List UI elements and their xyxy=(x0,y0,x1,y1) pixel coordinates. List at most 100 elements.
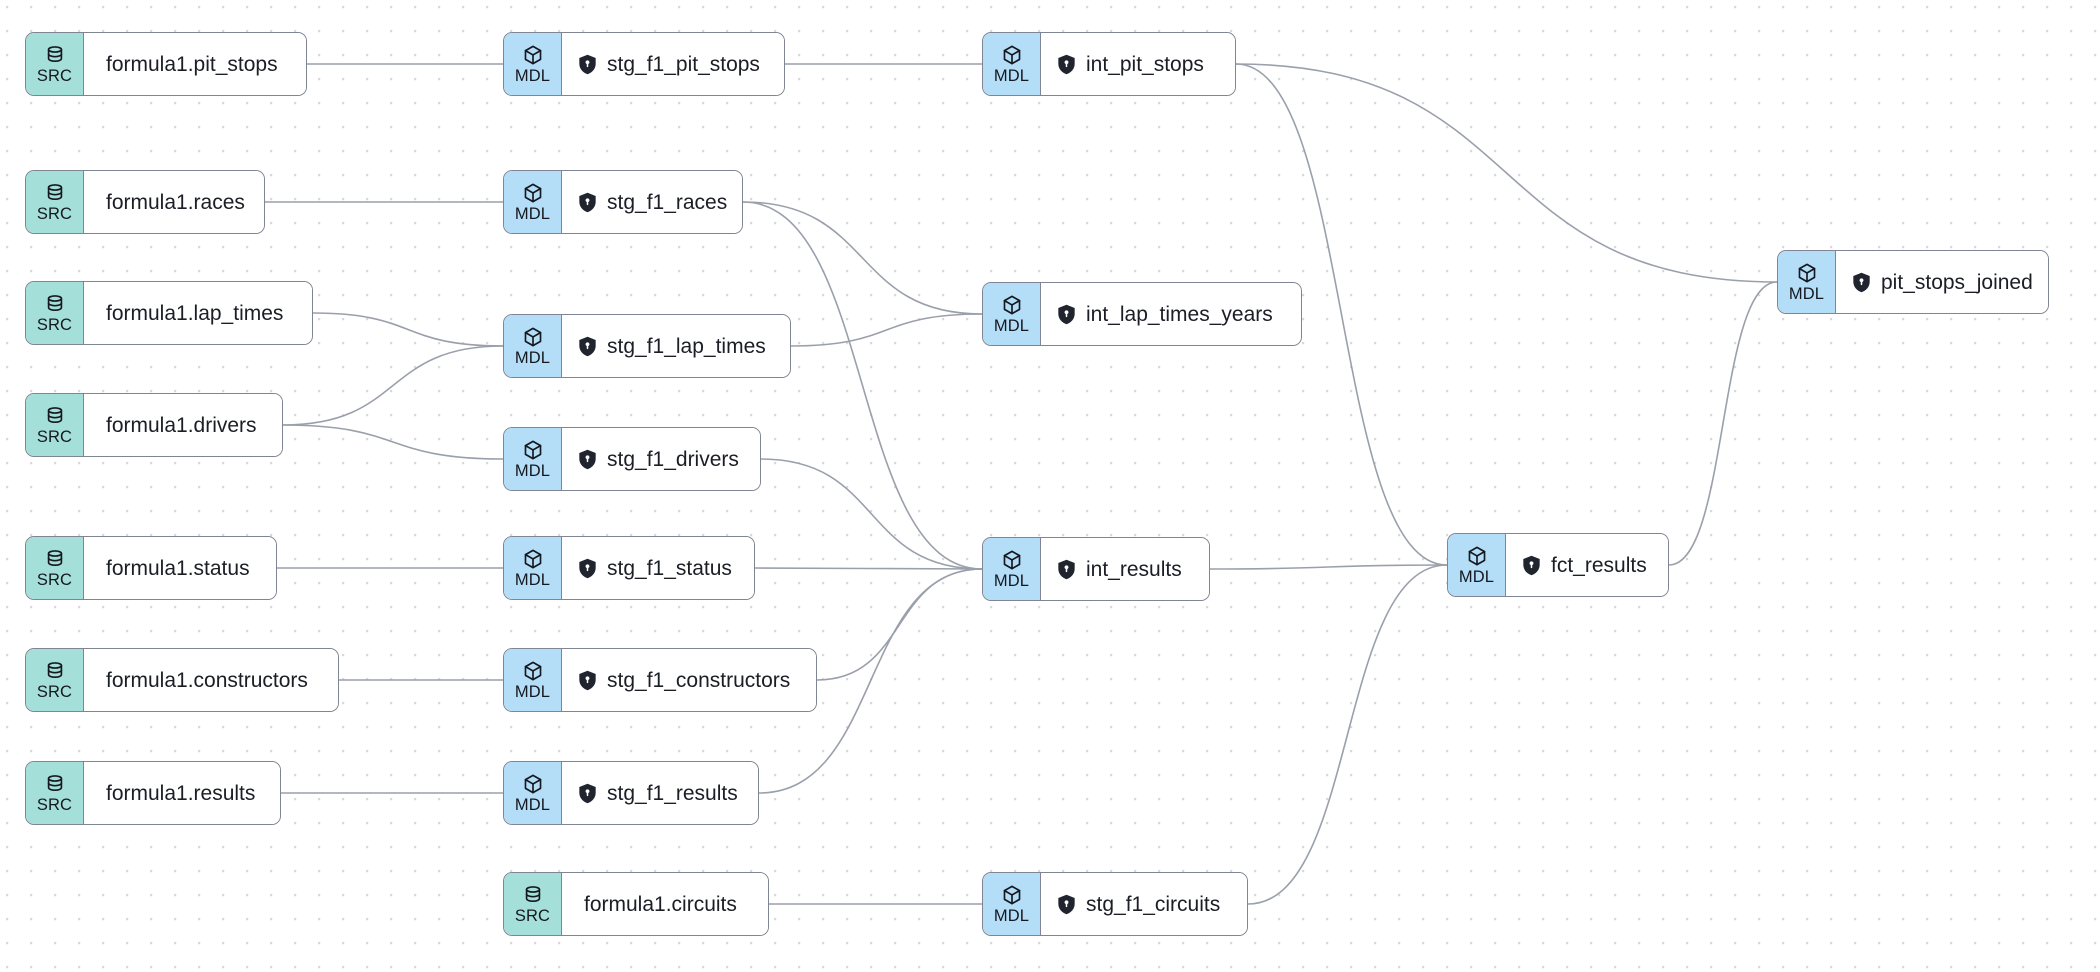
node-type-badge-src: SRC xyxy=(26,649,84,711)
node-body: formula1.races xyxy=(84,171,264,233)
lineage-node-int_lap_times_years[interactable]: MDL int_lap_times_years xyxy=(982,282,1302,346)
node-type-badge-mdl: MDL xyxy=(504,762,562,824)
node-type-badge-mdl: MDL xyxy=(983,538,1041,600)
node-label: int_lap_times_years xyxy=(1086,302,1273,326)
shield-icon xyxy=(578,192,597,213)
badge-label: SRC xyxy=(36,570,73,589)
node-body: int_lap_times_years xyxy=(1041,283,1301,345)
lineage-node-stg_races[interactable]: MDL stg_f1_races xyxy=(503,170,743,234)
database-icon xyxy=(44,44,66,66)
lineage-node-src_races[interactable]: SRC formula1.races xyxy=(25,170,265,234)
badge-label: MDL xyxy=(514,348,551,367)
node-body: formula1.results xyxy=(84,762,280,824)
node-type-badge-mdl: MDL xyxy=(504,171,562,233)
node-type-badge-mdl: MDL xyxy=(983,283,1041,345)
node-label: int_pit_stops xyxy=(1086,52,1204,76)
badge-label: MDL xyxy=(993,316,1030,335)
lineage-node-stg_circuits[interactable]: MDL stg_f1_circuits xyxy=(982,872,1248,936)
lineage-node-stg_lap_times[interactable]: MDL stg_f1_lap_times xyxy=(503,314,791,378)
lineage-node-src_lap_times[interactable]: SRC formula1.lap_times xyxy=(25,281,313,345)
lineage-node-stg_results[interactable]: MDL stg_f1_results xyxy=(503,761,759,825)
badge-label: MDL xyxy=(514,204,551,223)
node-body: stg_f1_status xyxy=(562,537,754,599)
node-body: fct_results xyxy=(1506,534,1668,596)
node-body: formula1.pit_stops xyxy=(84,33,306,95)
badge-label: MDL xyxy=(514,795,551,814)
badge-label: SRC xyxy=(36,315,73,334)
lineage-node-stg_status[interactable]: MDL stg_f1_status xyxy=(503,536,755,600)
badge-label: MDL xyxy=(993,906,1030,925)
database-icon xyxy=(44,405,66,427)
node-type-badge-src: SRC xyxy=(26,171,84,233)
badge-label: MDL xyxy=(993,571,1030,590)
node-type-badge-mdl: MDL xyxy=(983,33,1041,95)
node-body: stg_f1_races xyxy=(562,171,742,233)
node-label: formula1.pit_stops xyxy=(106,52,278,76)
node-label: formula1.races xyxy=(106,190,245,214)
node-type-badge-mdl: MDL xyxy=(504,315,562,377)
lineage-edge-fct_results-to-pit_stops_joined xyxy=(1668,281,1778,566)
badge-label: SRC xyxy=(36,427,73,446)
lineage-node-stg_drivers[interactable]: MDL stg_f1_drivers xyxy=(503,427,761,491)
node-type-badge-src: SRC xyxy=(26,394,84,456)
node-body: stg_f1_pit_stops xyxy=(562,33,784,95)
cube-icon xyxy=(522,660,544,682)
cube-icon xyxy=(1796,262,1818,284)
node-label: stg_f1_circuits xyxy=(1086,892,1221,916)
node-label: stg_f1_constructors xyxy=(607,668,791,692)
node-label: stg_f1_races xyxy=(607,190,728,214)
cube-icon xyxy=(1001,44,1023,66)
node-body: formula1.circuits xyxy=(562,873,768,935)
node-body: stg_f1_circuits xyxy=(1041,873,1247,935)
node-body: stg_f1_results xyxy=(562,762,758,824)
lineage-edge-stg_races-to-int_results xyxy=(742,201,983,570)
lineage-node-int_results[interactable]: MDL int_results xyxy=(982,537,1210,601)
node-body: stg_f1_lap_times xyxy=(562,315,790,377)
shield-icon xyxy=(1852,272,1871,293)
node-body: stg_f1_constructors xyxy=(562,649,816,711)
node-type-badge-src: SRC xyxy=(26,282,84,344)
node-type-badge-mdl: MDL xyxy=(1778,251,1836,313)
node-label: stg_f1_lap_times xyxy=(607,334,766,358)
shield-icon xyxy=(1057,894,1076,915)
badge-label: MDL xyxy=(514,461,551,480)
node-type-badge-src: SRC xyxy=(26,33,84,95)
node-type-badge-mdl: MDL xyxy=(504,537,562,599)
shield-icon xyxy=(1057,304,1076,325)
lineage-node-int_pit_stops[interactable]: MDL int_pit_stops xyxy=(982,32,1236,96)
cube-icon xyxy=(522,439,544,461)
node-label: stg_f1_pit_stops xyxy=(607,52,760,76)
shield-icon xyxy=(578,336,597,357)
node-type-badge-mdl: MDL xyxy=(504,428,562,490)
database-icon xyxy=(44,182,66,204)
node-label: formula1.results xyxy=(106,781,256,805)
node-body: formula1.lap_times xyxy=(84,282,312,344)
node-body: int_pit_stops xyxy=(1041,33,1235,95)
node-label: stg_f1_status xyxy=(607,556,732,580)
node-label: int_results xyxy=(1086,557,1182,581)
badge-label: MDL xyxy=(514,570,551,589)
cube-icon xyxy=(522,182,544,204)
node-body: int_results xyxy=(1041,538,1209,600)
database-icon xyxy=(44,548,66,570)
lineage-node-src_pit_stops[interactable]: SRC formula1.pit_stops xyxy=(25,32,307,96)
cube-icon xyxy=(1001,549,1023,571)
node-body: stg_f1_drivers xyxy=(562,428,760,490)
lineage-edge-src_lap_times-to-stg_lap_times xyxy=(312,312,504,347)
database-icon xyxy=(44,660,66,682)
lineage-edge-stg_circuits-to-fct_results xyxy=(1247,564,1448,905)
lineage-edge-stg_lap_times-to-int_lap_times_years xyxy=(790,313,983,347)
node-type-badge-mdl: MDL xyxy=(983,873,1041,935)
shield-icon xyxy=(1057,559,1076,580)
